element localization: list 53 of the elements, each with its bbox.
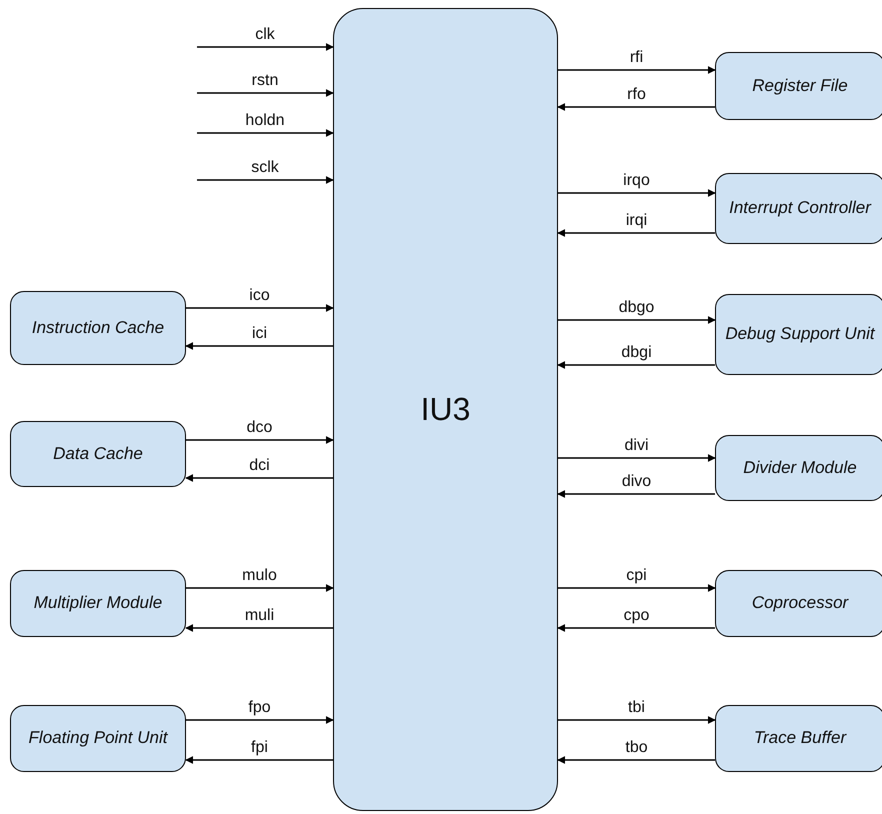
- signal-arrow: [197, 89, 334, 97]
- signal-label: cpi: [624, 567, 649, 585]
- signal-label: dbgi: [619, 344, 654, 362]
- module-box: [10, 421, 186, 487]
- node-label: Instruction Cache: [32, 316, 164, 339]
- node-label: Interrupt Controller: [729, 197, 871, 220]
- signal-arrow: [557, 756, 715, 764]
- module-box: [10, 570, 186, 637]
- signal-arrow: [558, 189, 716, 197]
- module-box: [715, 294, 882, 375]
- signal-arrow: [558, 716, 716, 724]
- node-label: Floating Point Unit: [28, 727, 168, 750]
- node-label: Data Cache: [53, 442, 143, 465]
- module-box: [715, 52, 882, 120]
- signal-label: fpo: [246, 699, 273, 717]
- signal-arrow: [558, 316, 716, 324]
- node-label: Divider Module: [743, 456, 857, 479]
- signal-arrow: [185, 756, 333, 764]
- signal-arrow: [186, 716, 334, 724]
- module-box: [715, 705, 882, 772]
- signal-arrow: [557, 490, 715, 498]
- signal-label: irqi: [624, 212, 650, 230]
- signal-arrow: [186, 436, 334, 444]
- node-label: Coprocessor: [752, 592, 848, 614]
- signal-arrow: [558, 454, 716, 462]
- module-box: [10, 705, 186, 772]
- module-box: [10, 291, 186, 365]
- signal-arrow: [185, 474, 333, 482]
- node-label: IU3: [420, 390, 470, 429]
- signal-arrow: [558, 66, 716, 74]
- node-label: Trace Buffer: [754, 727, 846, 750]
- node-label: Debug Support Unit: [725, 323, 875, 346]
- signal-arrow: [186, 304, 334, 312]
- signal-arrow: [557, 361, 715, 369]
- module-box: [715, 173, 882, 244]
- module-box: [715, 435, 882, 501]
- signal-arrow: [197, 129, 334, 137]
- signal-arrow: [197, 43, 334, 51]
- signal-label: dbgo: [616, 299, 656, 317]
- signal-arrow: [557, 229, 715, 237]
- core-block: [333, 8, 558, 811]
- signal-arrow: [186, 584, 334, 592]
- signal-arrow: [557, 624, 715, 632]
- signal-arrow: [185, 624, 333, 632]
- signal-label: irqo: [621, 172, 652, 190]
- signal-arrow: [185, 342, 333, 350]
- signal-arrow: [197, 176, 334, 184]
- signal-arrow: [557, 103, 715, 111]
- module-box: [715, 570, 882, 637]
- node-label: Register File: [752, 74, 848, 97]
- node-label: Multiplier Module: [34, 592, 162, 614]
- signal-arrow: [558, 584, 716, 592]
- signal-label: fpi: [249, 739, 270, 757]
